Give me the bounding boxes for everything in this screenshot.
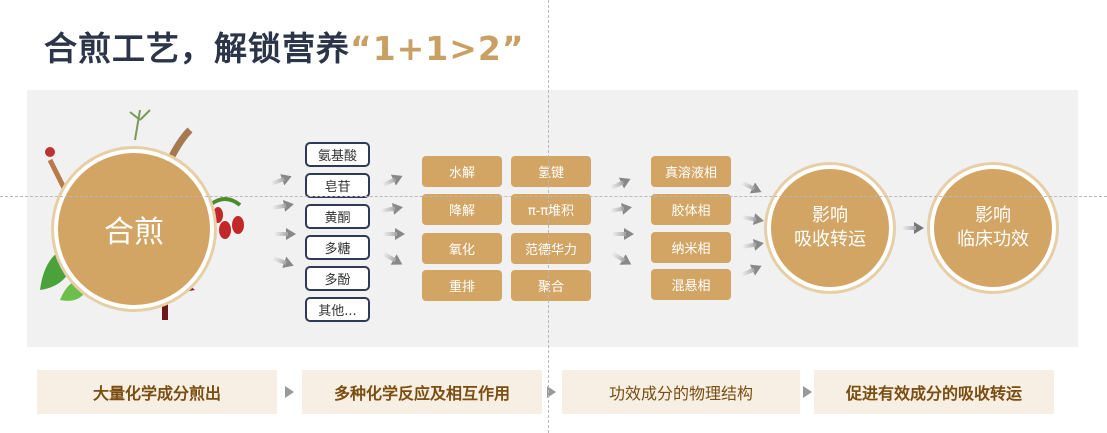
compound-box: 多酚 — [305, 266, 370, 291]
arrow-icon — [383, 228, 405, 240]
title-highlight: “1+1>2” — [350, 29, 525, 68]
compound-box: 皂苷 — [305, 173, 370, 198]
compound-box: 其他... — [305, 297, 370, 322]
arrow-icon — [612, 228, 634, 240]
interaction-box: 氢键 — [511, 156, 591, 187]
arrow-icon — [621, 201, 633, 215]
step-box: 多种化学反应及相互作用 — [302, 370, 542, 414]
arrow-icon — [392, 201, 404, 215]
center-circle-hejian: 合煎 — [58, 153, 210, 305]
compound-box: 多糖 — [305, 235, 370, 260]
effect-line1: 影响 — [812, 204, 848, 226]
arrow-icon — [902, 222, 924, 234]
effect-line1: 影响 — [975, 204, 1011, 226]
chevron-right-icon — [547, 386, 556, 398]
guide-line-vertical — [548, 0, 549, 433]
guide-line-horizontal — [0, 196, 1107, 197]
goji-berry-icon — [208, 197, 244, 239]
reaction-box: 降解 — [422, 194, 502, 225]
phase-box: 混悬相 — [651, 269, 731, 300]
reaction-box: 水解 — [422, 156, 502, 187]
interaction-box: 范德华力 — [511, 233, 591, 264]
reaction-box: 氧化 — [422, 233, 502, 264]
chevron-right-icon — [803, 386, 812, 398]
effect-line2: 临床功效 — [957, 229, 1029, 250]
title-main: 合煎工艺，解锁营养 — [44, 29, 350, 68]
interaction-box: π-π堆积 — [511, 194, 591, 225]
herb-sprig-icon — [129, 109, 193, 162]
chevron-right-icon — [285, 386, 294, 398]
effect-circle-absorption: 影响吸收转运 — [771, 169, 889, 287]
effect-line2: 吸收转运 — [794, 229, 866, 250]
compound-box: 氨基酸 — [305, 142, 370, 167]
arrow-icon — [283, 198, 295, 212]
arrow-icon — [274, 228, 296, 240]
step-box: 大量化学成分煎出 — [37, 370, 277, 414]
effect-circle-clinical: 影响临床功效 — [934, 169, 1052, 287]
page-title: 合煎工艺，解锁营养“1+1>2” — [44, 22, 525, 70]
arrow-icon — [753, 213, 765, 227]
reaction-box: 重排 — [422, 270, 502, 301]
step-box: 促进有效成分的吸收转运 — [814, 370, 1054, 414]
phase-box: 真溶液相 — [651, 156, 731, 187]
center-label: 合煎 — [104, 215, 164, 250]
step-box: 功效成分的物理结构 — [562, 370, 800, 414]
compound-box: 黄酮 — [305, 204, 370, 229]
phase-box: 纳米相 — [651, 232, 731, 263]
arrow-icon — [753, 237, 765, 251]
interaction-box: 聚合 — [511, 270, 591, 301]
phase-box: 胶体相 — [651, 194, 731, 225]
